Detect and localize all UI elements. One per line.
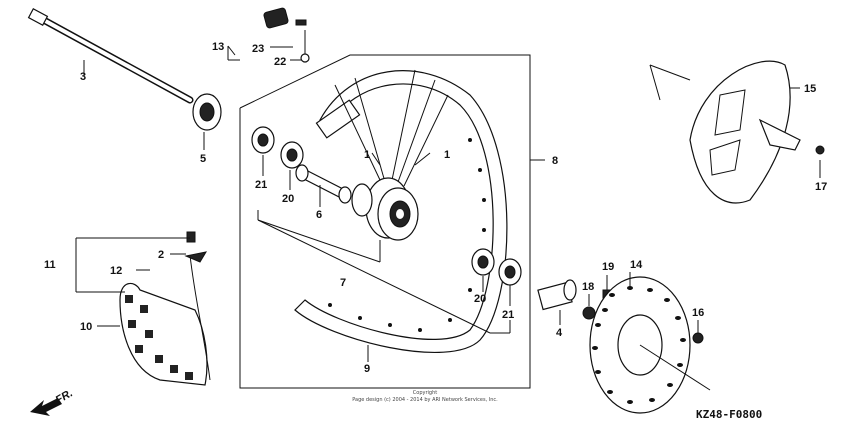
spokes [334,69,449,187]
label-part-20b: 20 [474,293,486,305]
label-part-21a: 21 [255,179,267,191]
label-part-7: 7 [340,277,346,289]
label-part-17: 17 [815,181,827,193]
label-part-23: 23 [252,43,264,55]
copyright-line: Page design (c) 2004 - 2014 by ARI Netwo… [352,397,498,403]
leader-lines [75,45,821,391]
wheel-hub [351,177,419,241]
guard-bolt [692,332,704,344]
label-part-1b: 1 [444,149,450,161]
diagram-code: KZ48-F0800 [696,408,762,421]
axle [27,8,194,104]
assembly-frame [239,54,531,389]
label-part-12: 12 [110,265,122,277]
label-part-2: 2 [158,249,164,261]
label-part-9: 9 [364,363,370,375]
label-part-11: 11 [44,259,56,271]
label-part-10: 10 [80,321,92,333]
bearings-right [471,248,522,286]
label-part-3: 3 [80,71,86,83]
bearings-left [251,126,304,169]
disc-guard [649,60,825,204]
side-collar [537,279,577,311]
label-part-20a: 20 [282,193,294,205]
label-part-19: 19 [602,261,614,273]
label-part-15: 15 [804,83,816,95]
wheel-rim [294,70,508,353]
label-part-18: 18 [582,281,594,293]
part-labels: 1 1 2 3 4 5 6 7 8 9 10 11 12 13 14 15 16… [44,41,827,375]
tire [119,254,211,386]
label-part-22: 22 [274,56,286,68]
label-part-13: 13 [212,41,224,53]
label-part-5: 5 [200,153,206,165]
label-part-1a: 1 [364,149,370,161]
label-part-16: 16 [692,307,704,319]
label-part-6: 6 [316,209,322,221]
tire-valve-cap [263,7,310,63]
direction-label: FR. [54,387,75,406]
copyright-title: Copyright [413,390,437,396]
label-part-21b: 21 [502,309,514,321]
front-direction-arrow: FR. [30,387,75,416]
axle-collar [192,93,222,131]
label-part-4: 4 [556,327,563,339]
distance-collar [295,164,352,204]
copyright: Copyright Page design (c) 2004 - 2014 by… [352,390,498,403]
tire-valve [184,231,208,263]
label-part-14: 14 [630,259,643,271]
label-part-8: 8 [552,155,558,167]
